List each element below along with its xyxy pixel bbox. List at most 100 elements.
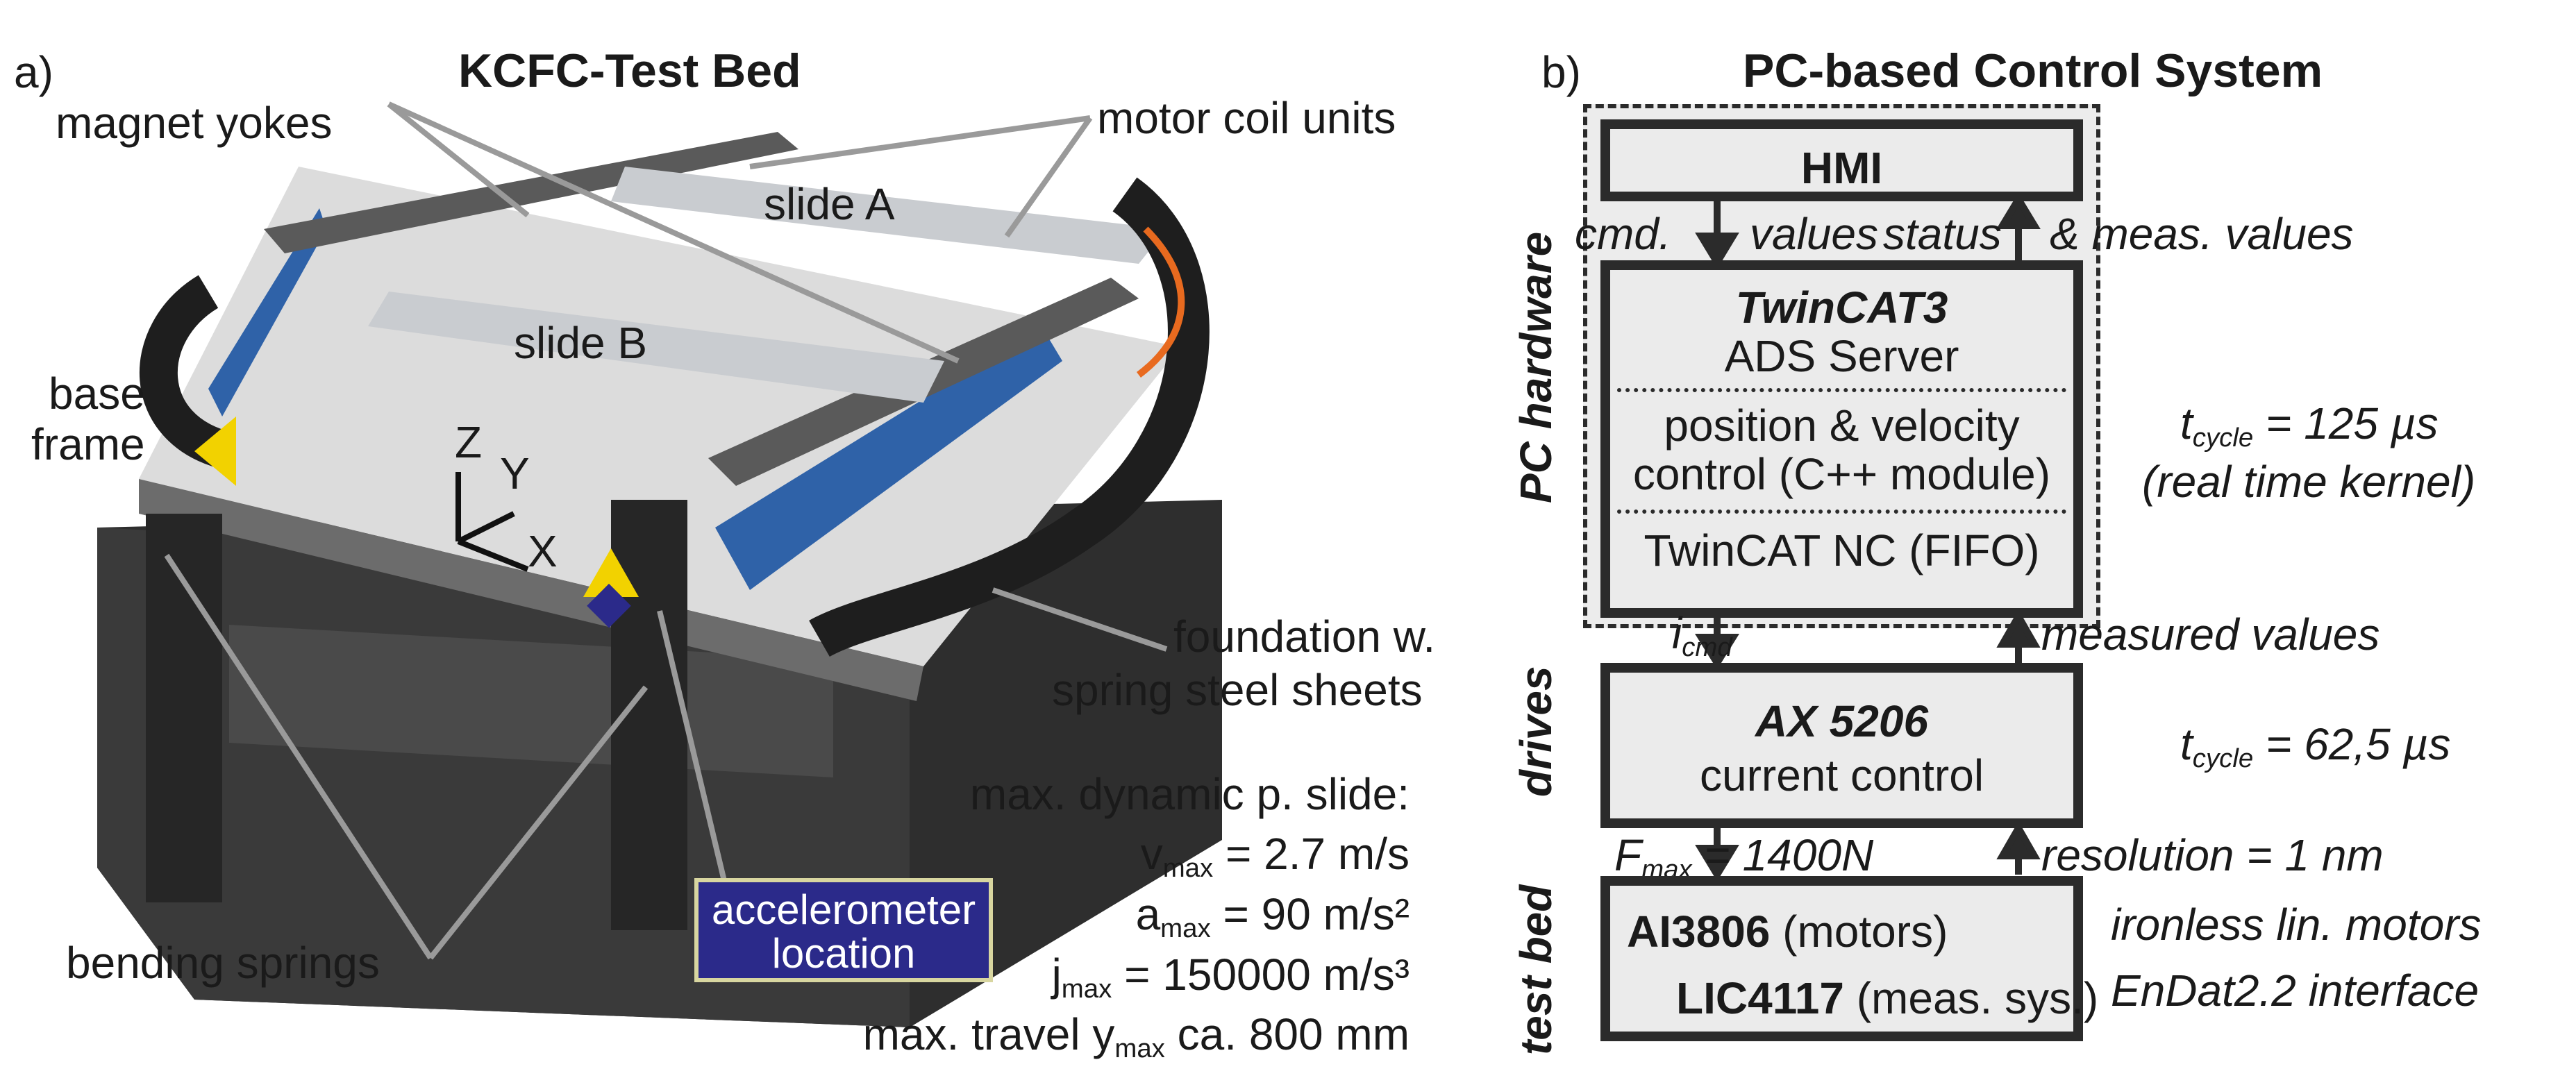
side-label-test-bed: test bed <box>1511 884 1561 1055</box>
test-bed-box: AI3806 (motors) LIC4117 (meas. sys.) <box>1600 876 2098 1041</box>
spec-vmax: vmax = 2.7 m/s <box>1140 829 1410 881</box>
axis-arrows <box>455 472 529 572</box>
spec-travel-post: ca. 800 mm <box>1164 1009 1410 1059</box>
label-cmd: cmd. <box>1575 209 1671 259</box>
magnet-yoke-rail <box>264 132 798 253</box>
arrowhead-icmd <box>1695 634 1739 670</box>
label-fmax: Fmax = 1400N <box>1614 830 1874 882</box>
tcycle-125-value: = 125 µs <box>2253 398 2439 448</box>
slide-a <box>611 167 1166 264</box>
tcycle-62-value: = 62,5 µs <box>2253 719 2451 769</box>
fmax-value: = 1400N <box>1691 830 1874 880</box>
twincat-box: TwinCAT3 ADS Server position & velocity … <box>1600 260 2083 618</box>
control-system-diagram: b) PC-based Control System HMI cmd. valu… <box>1511 0 2576 1066</box>
ax-5206-label: AX 5206 <box>1755 696 1929 746</box>
lic4117-label: LIC4117 <box>1676 973 1844 1023</box>
arrowhead-measured <box>1996 609 2041 648</box>
accelerometer-marker <box>587 583 631 628</box>
table-edge <box>139 479 923 701</box>
ads-server-label: ADS Server <box>1724 331 1959 381</box>
spec-j-symbol: j <box>1051 950 1062 1000</box>
twincat-title: TwinCAT3 <box>1735 283 1948 333</box>
current-control-label: current control <box>1699 750 1984 800</box>
spec-travel: max. travel ymax ca. 800 mm <box>863 1009 1410 1061</box>
label-slide-b: slide B <box>514 318 648 368</box>
cable-chain-right <box>809 177 1210 657</box>
label-measured-values: measured values <box>2041 609 2380 659</box>
spec-v-sub: max <box>1162 852 1214 883</box>
tcycle-125-sub: cycle <box>2192 422 2254 453</box>
tcycle-125: tcycle = 125 µs <box>2180 398 2439 451</box>
divider-2 <box>1617 510 2066 514</box>
spec-a-symbol: a <box>1135 889 1161 939</box>
label-values: values <box>1750 209 1878 259</box>
label-axis-z: Z <box>455 417 483 467</box>
spec-a-sub: max <box>1160 913 1211 943</box>
pos-vel-line-2: control (C++ module) <box>1632 449 2051 499</box>
tcycle-62: tcycle = 62,5 µs <box>2180 719 2451 771</box>
diagram-title: PC-based Control System <box>1743 44 2323 97</box>
fmax-symbol: F <box>1614 830 1642 880</box>
spec-travel-sub: max <box>1114 1033 1165 1063</box>
hmi-box: HMI <box>1600 119 2083 201</box>
label-resolution: resolution = 1 nm <box>2041 830 2384 880</box>
ai3806-desc: (motors) <box>1770 907 1948 957</box>
label-meas-values: & meas. values <box>2050 209 2354 259</box>
spec-a-value: = 90 m/s² <box>1210 889 1410 939</box>
pos-vel-line-1: position & velocity <box>1664 401 2020 451</box>
lic4117-desc: (meas. sys.) <box>1843 973 2099 1023</box>
divider-1 <box>1617 388 2066 392</box>
label-base: base <box>49 369 145 419</box>
orange-cable <box>1136 226 1185 378</box>
signal-arrows <box>1695 192 2041 1000</box>
label-foundation-1: foundation w. <box>1173 612 1436 662</box>
test-bed-photo-panel: a) KCFC-Test Bed magnet yokes motor coil… <box>14 47 1436 1061</box>
tcycle-125-symbol: t <box>2180 398 2193 448</box>
blue-rail-right <box>715 326 1062 590</box>
side-label-drives: drives <box>1511 666 1561 797</box>
label-foundation-2: spring steel sheets <box>1052 665 1423 715</box>
tcycle-62-sub: cycle <box>2192 743 2254 773</box>
panel-label-a: a) <box>14 47 53 97</box>
spec-v-value: = 2.7 m/s <box>1213 829 1410 879</box>
label-axis-x: X <box>528 526 558 576</box>
arrowhead-status <box>1996 192 2041 229</box>
label-ironless: ironless lin. motors <box>2111 900 2482 950</box>
label-endat: EnDat2.2 interface <box>2111 966 2479 1016</box>
label-axis-y: Y <box>500 448 530 498</box>
spec-j-value: = 150000 m/s³ <box>1112 950 1410 1000</box>
arrowhead-resolution <box>1996 820 2041 859</box>
label-icmd: icmd <box>1672 608 1732 660</box>
panel-label-b: b) <box>1541 47 1581 97</box>
spec-heading: max. dynamic p. slide: <box>969 769 1410 819</box>
accel-line-1: accelerometer <box>711 886 976 933</box>
ai3806-line: AI3806 (motors) <box>1627 909 1948 954</box>
spec-v-symbol: v <box>1140 829 1163 879</box>
spec-amax: amax = 90 m/s² <box>1135 889 1410 941</box>
twincat-nc-label: TwinCAT NC (FIFO) <box>1644 525 2040 575</box>
arrowhead-cmd-values <box>1695 233 1739 269</box>
spec-jmax: jmax = 150000 m/s³ <box>1051 950 1410 1002</box>
warning-sign-right <box>583 548 639 597</box>
real-time-kernel: (real time kernel) <box>2142 457 2476 507</box>
label-slide-a: slide A <box>764 179 895 229</box>
table-deck <box>139 167 1180 666</box>
icmd-symbol: i <box>1672 608 1682 658</box>
label-status: status <box>1883 209 2002 259</box>
label-motor-coil-units: motor coil units <box>1097 93 1396 143</box>
corner-post-left <box>146 514 222 902</box>
lic4117-line: LIC4117 (meas. sys.) <box>1676 976 2098 1020</box>
warning-sign-left <box>194 416 236 486</box>
accelerometer-location-box: accelerometer location <box>694 878 993 982</box>
tcycle-62-symbol: t <box>2180 719 2193 769</box>
spec-j-sub: max <box>1061 973 1112 1004</box>
label-frame: frame <box>31 419 145 469</box>
arrowhead-fmax <box>1695 845 1739 882</box>
label-magnet-yokes: magnet yokes <box>56 98 333 148</box>
accel-line-2: location <box>771 930 916 977</box>
cable-chain-left <box>139 275 235 470</box>
drives-box: AX 5206 current control <box>1600 663 2083 828</box>
icmd-sub: cmd <box>1682 632 1732 662</box>
slide-b <box>368 292 944 403</box>
blue-rail-left <box>208 208 326 416</box>
